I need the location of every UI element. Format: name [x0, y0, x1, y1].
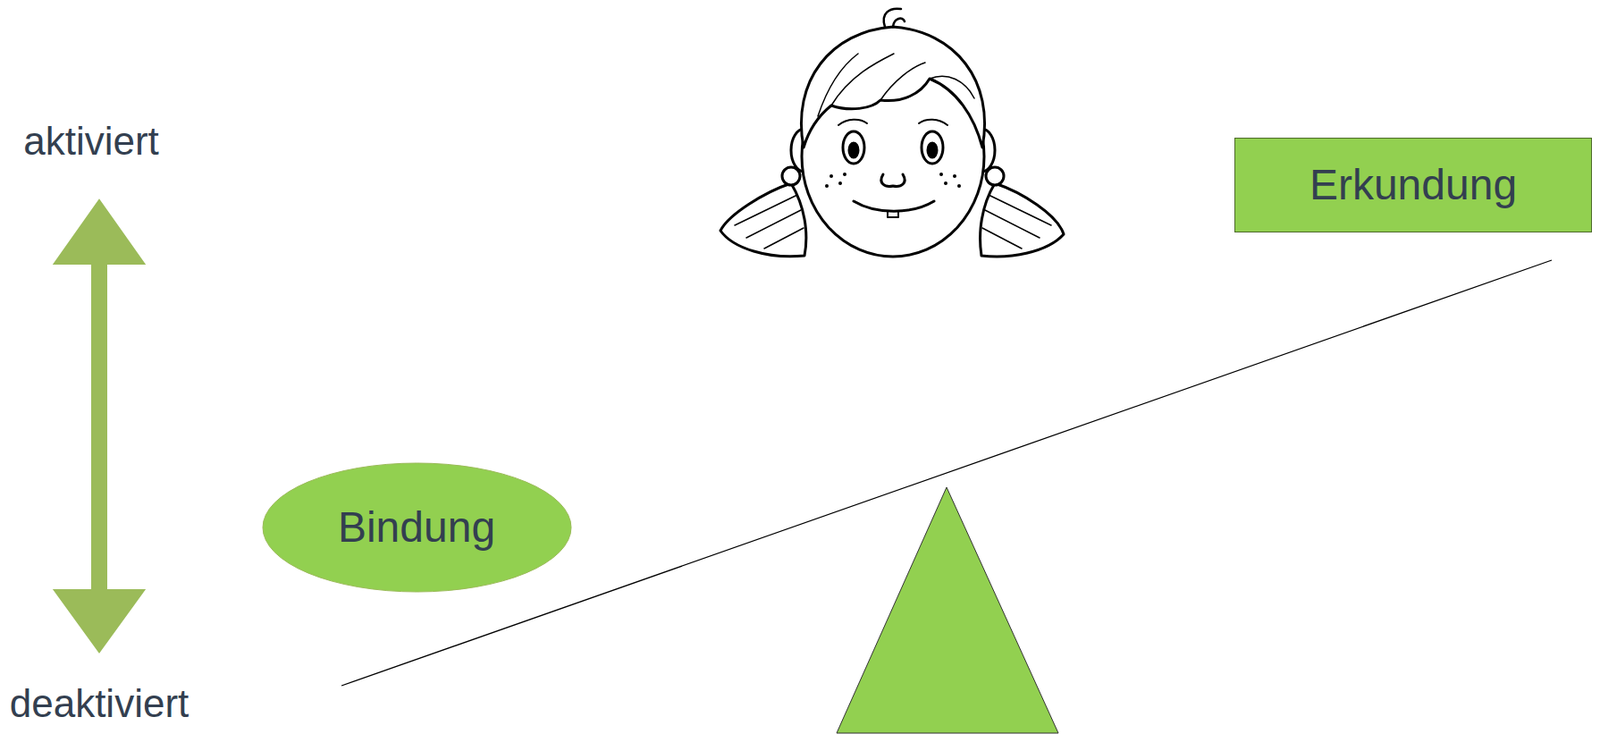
seesaw-fulcrum — [836, 487, 1059, 733]
shape-fill — [1235, 138, 1592, 233]
girl-face — [720, 8, 1064, 257]
scale-top-label: aktiviert — [23, 120, 160, 162]
node-label: Bindung — [337, 504, 496, 552]
exploration-box: Erkundung — [1234, 137, 1592, 233]
attachment-ellipse: Bindung — [261, 462, 573, 593]
shape-fill — [262, 463, 572, 592]
scale-bottom-label: deaktiviert — [9, 682, 190, 725]
node-label: Erkundung — [1309, 161, 1517, 210]
double-arrow — [47, 193, 152, 658]
